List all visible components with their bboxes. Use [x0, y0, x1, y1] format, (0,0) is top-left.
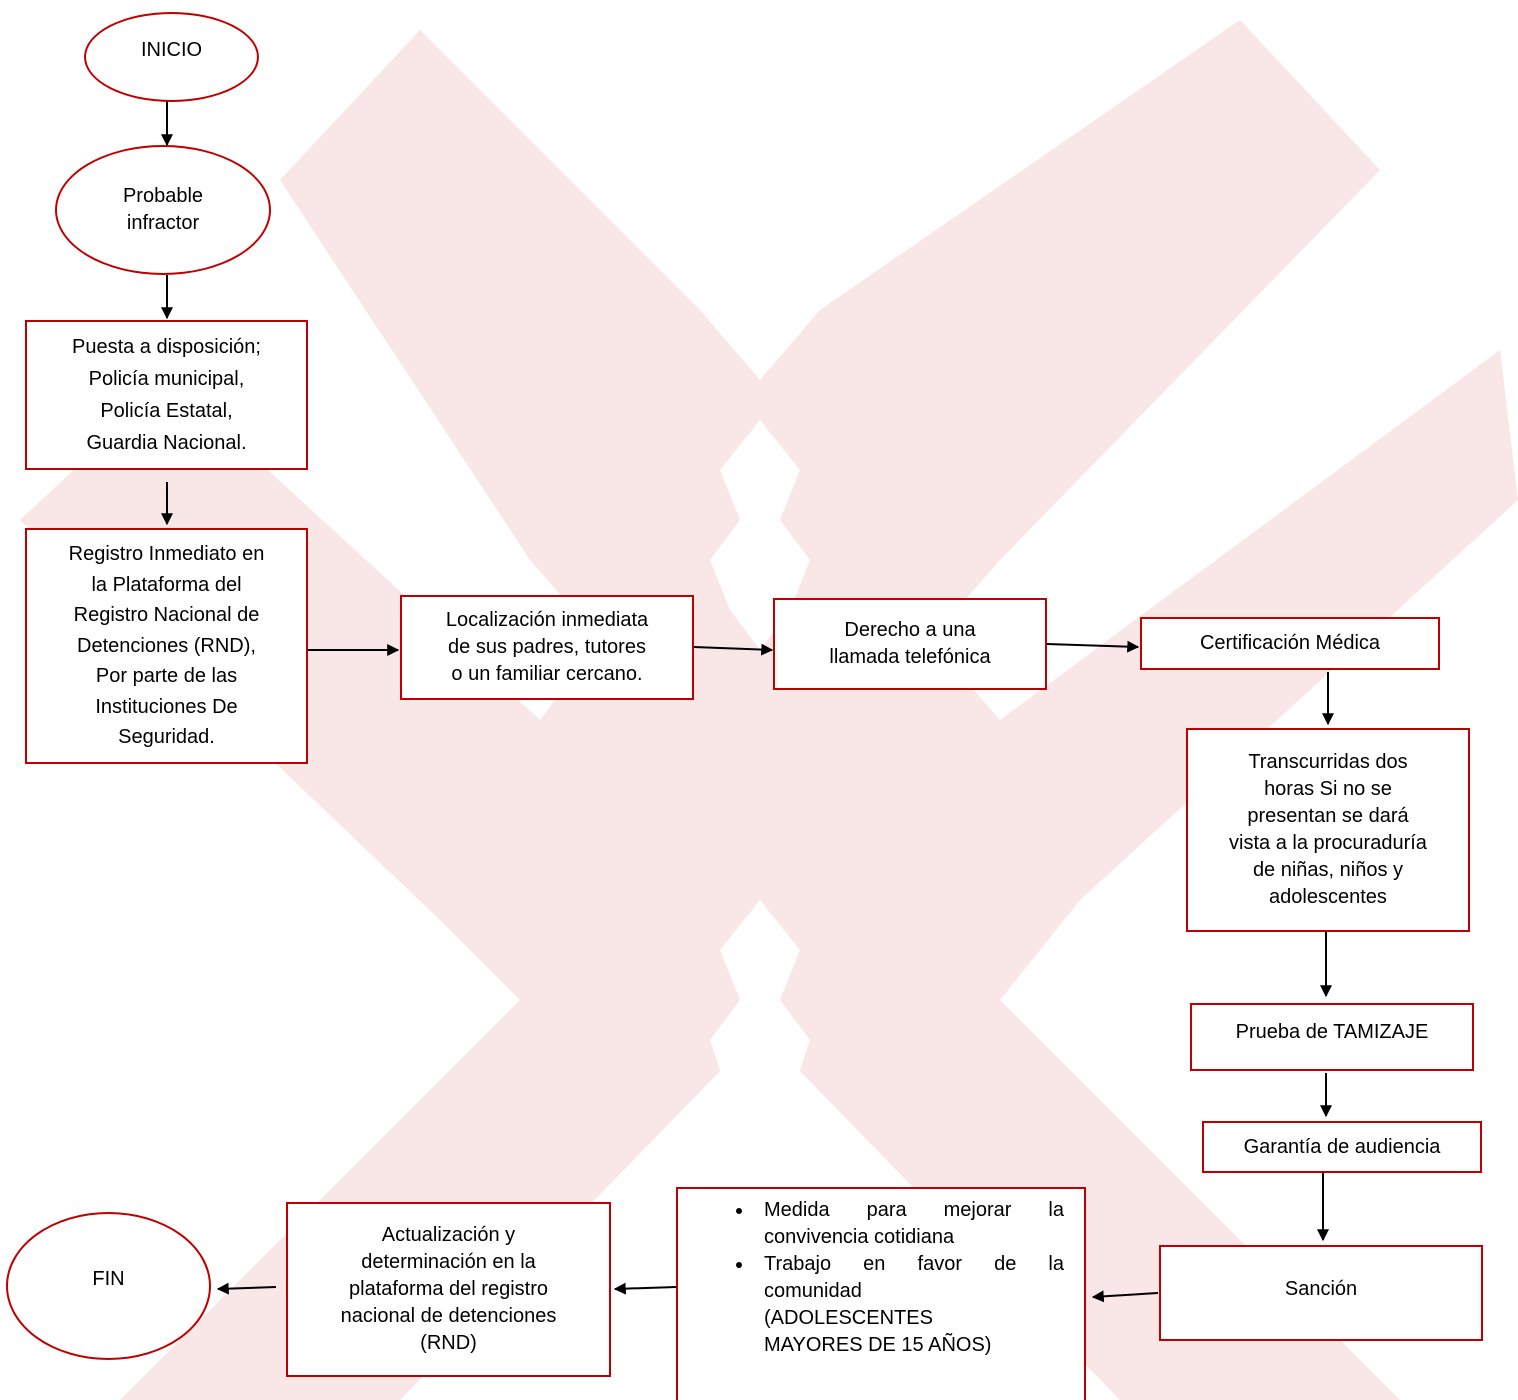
- medida-item-trabajo: Trabajo en favor de la comunidad (ADOLES…: [754, 1251, 1064, 1359]
- medida-item-convivencia: Medida para mejorar la convivencia cotid…: [754, 1197, 1064, 1251]
- puesta-disposicion-node: Puesta a disposición; Policía municipal,…: [25, 320, 308, 470]
- registro-inmediato-node: Registro Inmediato en la Plataforma del …: [25, 528, 308, 764]
- medidas-list: Medida para mejorar la convivencia cotid…: [708, 1197, 1064, 1359]
- tamizaje-node: Prueba de TAMIZAJE: [1190, 1003, 1474, 1071]
- localizacion-node: Localización inmediata de sus padres, tu…: [400, 595, 694, 700]
- fin-label: FIN: [92, 1267, 125, 1290]
- arrow-medidas-actualizacion: [613, 1282, 677, 1295]
- garantia-audiencia-node: Garantía de audiencia: [1202, 1121, 1482, 1173]
- inicio-label: INICIO: [140, 38, 203, 61]
- tamizaje-label: Prueba de TAMIZAJE: [1235, 1020, 1429, 1043]
- llamada-telefonica-node: Derecho a una llamada telefónica: [773, 598, 1047, 690]
- registro-inmediato-label: Registro Inmediato en la Plataforma del …: [68, 543, 265, 749]
- arrow-actualizacion-fin: [216, 1282, 277, 1295]
- sancion-label: Sanción: [1284, 1277, 1358, 1300]
- transcurridas-label: Transcurridas dos horas Si no se present…: [1229, 751, 1427, 908]
- sancion-node: Sanción: [1159, 1245, 1483, 1341]
- medidas-node: Medida para mejorar la convivencia cotid…: [676, 1187, 1086, 1400]
- medida-item-convivencia-line2: convivencia cotidiana: [764, 1226, 955, 1248]
- actualizacion-label: Actualización y determinación en la plat…: [340, 1224, 557, 1354]
- arrow-llamada-certificacion: [1046, 640, 1140, 653]
- puesta-disposicion-label: Puesta a disposición; Policía municipal,…: [71, 336, 261, 454]
- garantia-audiencia-label: Garantía de audiencia: [1243, 1135, 1441, 1158]
- certificacion-medica-node: Certificación Médica: [1140, 617, 1440, 670]
- medida-item-convivencia-line1: Medida para mejorar la: [764, 1199, 1064, 1221]
- llamada-telefonica-label: Derecho a una llamada telefónica: [829, 619, 991, 668]
- probable-infractor-label: Probable infractor: [122, 185, 204, 234]
- probable-infractor-node: Probable infractor: [55, 145, 271, 275]
- medida-item-trabajo-line1: Trabajo en favor de la: [764, 1253, 1064, 1275]
- localizacion-label: Localización inmediata de sus padres, tu…: [445, 609, 649, 685]
- inicio-node: INICIO: [84, 12, 259, 102]
- arrow-sancion-medidas: [1091, 1290, 1159, 1303]
- arrow-localizacion-llamada: [693, 643, 774, 656]
- certificacion-medica-label: Certificación Médica: [1199, 632, 1381, 654]
- medida-item-trabajo-line2: comunidad (ADOLESCENTES MAYORES DE 15 AÑ…: [764, 1280, 992, 1356]
- actualizacion-node: Actualización y determinación en la plat…: [286, 1202, 611, 1377]
- transcurridas-node: Transcurridas dos horas Si no se present…: [1186, 728, 1470, 932]
- fin-node: FIN: [6, 1212, 211, 1360]
